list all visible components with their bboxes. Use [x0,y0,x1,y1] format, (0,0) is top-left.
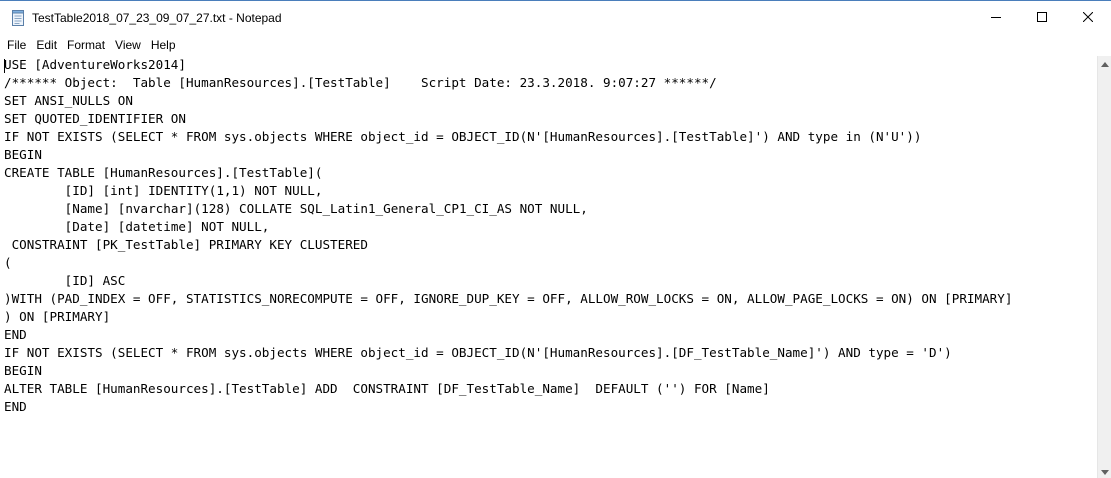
notepad-icon[interactable] [10,10,26,26]
scroll-up-arrow-icon [1100,54,1109,72]
menu-view[interactable]: View [115,38,141,52]
title-bar[interactable]: TestTable2018_07_23_09_07_27.txt - Notep… [0,1,1111,35]
menu-bar: File Edit Format View Help [0,35,1111,55]
close-button[interactable] [1065,1,1111,35]
maximize-button[interactable] [1019,1,1065,35]
menu-edit[interactable]: Edit [36,38,58,52]
menu-file[interactable]: File [7,38,27,52]
menu-help[interactable]: Help [150,38,176,52]
scroll-up-button[interactable] [1098,56,1111,70]
text-caret [4,59,5,73]
minimize-icon [991,9,1001,27]
caption-buttons [973,1,1111,35]
text-editor[interactable]: USE [AdventureWorks2014] /****** Object:… [0,56,1097,478]
editor-content[interactable]: USE [AdventureWorks2014] /****** Object:… [4,57,1013,414]
vertical-scrollbar[interactable] [1097,56,1111,478]
minimize-button[interactable] [973,1,1019,35]
scroll-down-arrow-icon [1100,462,1109,478]
window-title: TestTable2018_07_23_09_07_27.txt - Notep… [32,11,282,25]
maximize-icon [1037,9,1047,27]
menu-format[interactable]: Format [67,38,106,52]
close-icon [1082,9,1094,27]
scroll-down-button[interactable] [1098,464,1111,478]
